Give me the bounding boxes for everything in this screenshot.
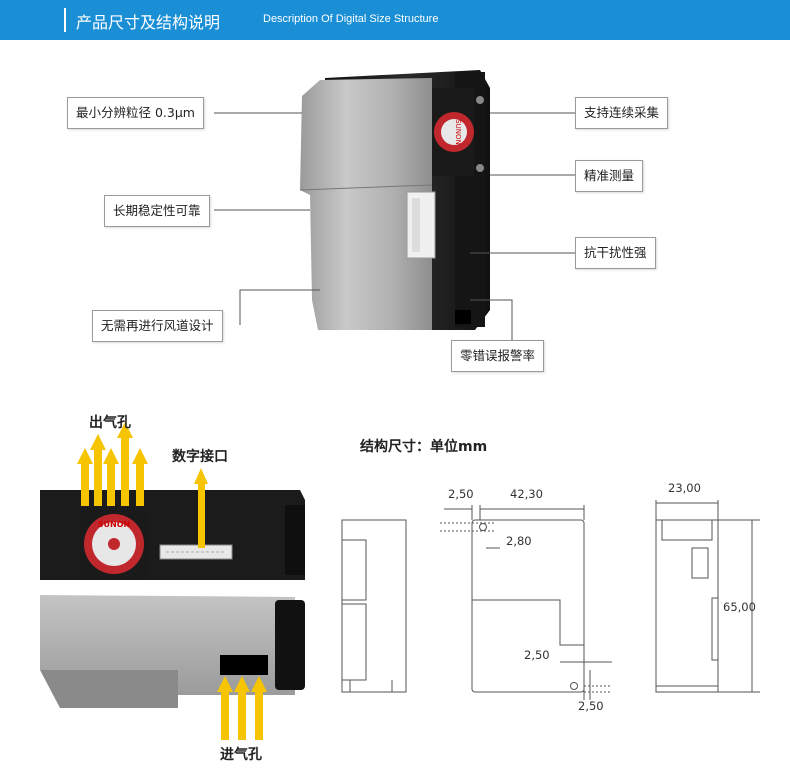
- feature-leader-lines: [214, 112, 575, 340]
- outlet-arrow-2: [90, 434, 106, 506]
- feature-label-no-duct: 无需再进行风道设计: [92, 310, 223, 342]
- sensor-photo: SUNON: [299, 70, 490, 330]
- dim-2-50-top: 2,50: [448, 487, 474, 501]
- header-title-en: Description Of Digital Size Structure: [263, 13, 439, 25]
- sensor-side-photo: SUNON: [40, 490, 305, 708]
- digital-interface-caption: 数字接口: [172, 449, 228, 465]
- feature-label-resolution: 最小分辨粒径 0.3μm: [67, 97, 204, 129]
- inlet-arrow-1: [217, 676, 233, 740]
- drawing-side-view: [655, 500, 760, 693]
- header-divider: [64, 8, 66, 32]
- feature-label-zero-false-alarm: 零错误报警率: [451, 340, 545, 372]
- feature-label-continuous: 支持连续采集: [575, 97, 669, 129]
- dim-2-50-mid: 2,50: [524, 648, 550, 662]
- inlet-arrow-3: [251, 676, 267, 740]
- interface-arrow: [194, 468, 208, 548]
- feature-label-stability: 长期稳定性可靠: [104, 195, 210, 227]
- dim-42-30: 42,30: [510, 487, 543, 501]
- dim-23-00: 23,00: [668, 481, 701, 495]
- outlet-caption: 出气孔: [89, 415, 131, 431]
- feature-label-precise: 精准测量: [575, 160, 644, 192]
- outlet-arrow-1: [77, 448, 93, 506]
- dim-65-00: 65,00: [723, 600, 756, 614]
- dim-2-50-bottom: 2,50: [578, 699, 604, 713]
- header-banner: 产品尺寸及结构说明 Description Of Digital Size St…: [0, 0, 790, 40]
- dim-2-80: 2,80: [506, 534, 532, 548]
- header-title-cn: 产品尺寸及结构说明: [76, 13, 221, 32]
- drawing-front-view: [440, 505, 612, 700]
- drawing-left-view: [341, 519, 407, 693]
- fan-brand-side: SUNON: [98, 520, 130, 529]
- airflow-arrows: [77, 422, 267, 740]
- outlet-arrow-4: [117, 422, 133, 506]
- feature-label-anti-interference: 抗干扰性强: [575, 237, 656, 269]
- drawing-title: 结构尺寸：单位mm: [360, 439, 488, 455]
- inlet-arrow-2: [234, 676, 250, 740]
- outlet-arrow-3: [103, 448, 119, 506]
- outlet-arrow-5: [132, 448, 148, 506]
- inlet-caption: 进气孔: [220, 747, 262, 763]
- fan-brand-top: SUNON: [454, 119, 462, 145]
